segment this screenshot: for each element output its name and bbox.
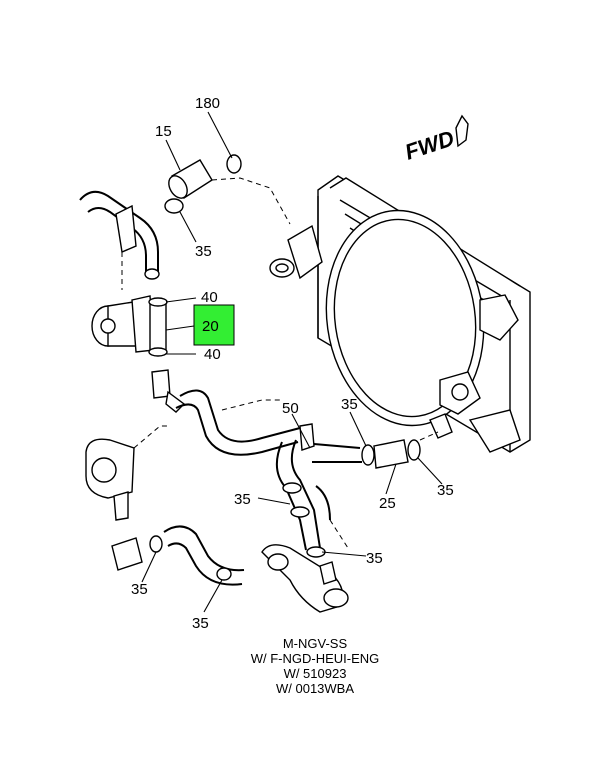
note-line: W/ 0013WBA <box>275 681 355 696</box>
callout-20[interactable]: 20 <box>202 318 219 335</box>
radiator-assembly <box>269 175 531 453</box>
tube-part-20 <box>148 297 186 413</box>
callout-25[interactable]: 25 <box>379 495 396 512</box>
lower-fitting <box>261 544 349 613</box>
pump-assembly <box>91 295 155 353</box>
forward-arrow-icon <box>455 114 469 148</box>
callout-40-bottom[interactable]: 40 <box>204 346 221 363</box>
callout-40-top[interactable]: 40 <box>201 289 218 306</box>
thermostat-housing <box>85 425 168 521</box>
callout-35-top[interactable]: 35 <box>195 243 212 260</box>
fwd-indicator: FWD <box>402 114 469 165</box>
note-line: M-NGV-SS <box>282 636 348 651</box>
fwd-label: FWD <box>402 125 457 164</box>
callout-180[interactable]: 180 <box>195 95 220 112</box>
highlighted-part-box[interactable] <box>193 304 235 346</box>
note-line: W/ F-NGD-HEUI-ENG <box>250 651 380 666</box>
upper-hose-assembly <box>79 154 291 290</box>
callout-50[interactable]: 50 <box>282 400 299 417</box>
callout-15[interactable]: 15 <box>155 123 172 140</box>
lower-radiator-hose <box>175 389 439 469</box>
callout-35-mid-right[interactable]: 35 <box>341 396 358 413</box>
callout-35-right[interactable]: 35 <box>437 482 454 499</box>
callout-35-left[interactable]: 35 <box>131 581 148 598</box>
callout-35-lower-right[interactable]: 35 <box>366 550 383 567</box>
center-hose <box>275 439 349 558</box>
callouts: 180 15 35 40 20 40 50 35 25 35 35 35 35 … <box>131 95 454 632</box>
lower-left-hose <box>111 525 245 586</box>
callout-35-center[interactable]: 35 <box>234 491 251 508</box>
note-line: W/ 510923 <box>283 666 347 681</box>
leader-lines <box>141 111 443 613</box>
applicability-notes: M-NGV-SS W/ F-NGD-HEUI-ENG W/ 510923 W/ … <box>200 636 430 696</box>
callout-35-bottom[interactable]: 35 <box>192 615 209 632</box>
